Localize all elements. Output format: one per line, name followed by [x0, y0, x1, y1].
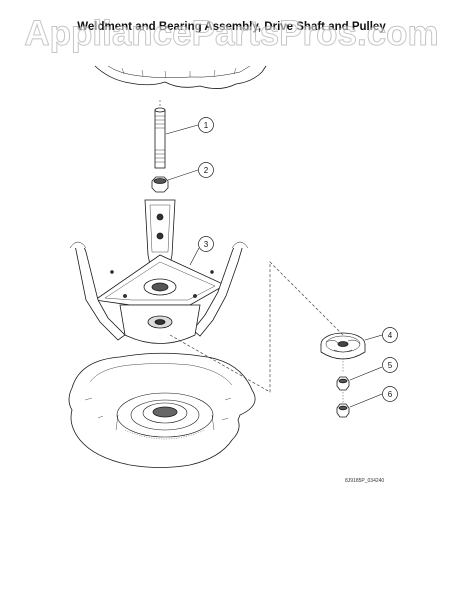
drive-shaft	[154, 100, 166, 169]
diagram-title: Weldment and Bearing Assembly, Drive Sha…	[77, 21, 386, 33]
weldment-bearing-assembly	[69, 199, 249, 344]
callout-2: 2	[198, 162, 214, 178]
drawing-code: 8J9185P_034240	[345, 478, 385, 484]
svg-text:4: 4	[388, 331, 393, 340]
svg-text:6: 6	[388, 390, 393, 399]
pulley	[320, 332, 366, 372]
callout-5: 5	[382, 357, 398, 373]
svg-text:2: 2	[204, 166, 209, 175]
callout-3: 3	[198, 236, 214, 252]
callout-6: 6	[382, 386, 398, 402]
basket-top	[94, 65, 267, 89]
assembly-path-line	[169, 261, 344, 393]
svg-text:1: 1	[204, 121, 209, 130]
svg-text:5: 5	[388, 361, 393, 370]
svg-text:3: 3	[204, 240, 209, 249]
callout-1: 1	[198, 117, 214, 133]
tub-bottom	[68, 352, 256, 468]
lock-nut	[336, 376, 350, 403]
hex-nut	[336, 403, 350, 418]
shaft-nut	[151, 176, 169, 193]
leader-lines	[165, 124, 383, 408]
callout-4: 4	[382, 327, 398, 343]
